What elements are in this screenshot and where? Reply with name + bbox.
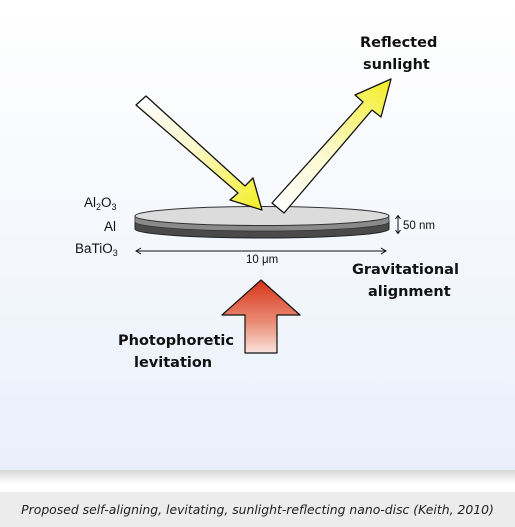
- batio3-label: BaTiO3: [75, 241, 118, 258]
- thickness-marker-icon: [395, 214, 401, 235]
- reflected-sunlight-arrow-icon: [271, 78, 392, 214]
- figure-panel: Reflected sunlight Al2O3 Al BaTiO3 50 nm…: [0, 0, 515, 470]
- photophoretic-levitation-label: Photophoretic levitation: [118, 333, 239, 371]
- al2o3-label: Al2O3: [84, 195, 117, 212]
- nano-disc: [134, 206, 390, 239]
- divider-shadow: [0, 470, 515, 484]
- gravitational-alignment-label: Gravitational alignment: [352, 262, 464, 300]
- reflected-sunlight-label: Reflected sunlight: [360, 35, 442, 73]
- nano-disc-diagram: Reflected sunlight Al2O3 Al BaTiO3 50 nm…: [75, 35, 464, 371]
- width-dimension-icon: [135, 247, 387, 255]
- incoming-sunlight-arrow-icon: [135, 95, 263, 211]
- al2o3-layer: [134, 206, 390, 226]
- width-label: 10 μm: [246, 254, 278, 266]
- al-label: Al: [104, 219, 116, 234]
- caption-bar: Proposed self-aligning, levitating, sunl…: [0, 492, 515, 527]
- figure-caption: Proposed self-aligning, levitating, sunl…: [21, 502, 494, 517]
- thickness-label: 50 nm: [403, 220, 435, 232]
- levitation-arrow-icon: [221, 279, 301, 354]
